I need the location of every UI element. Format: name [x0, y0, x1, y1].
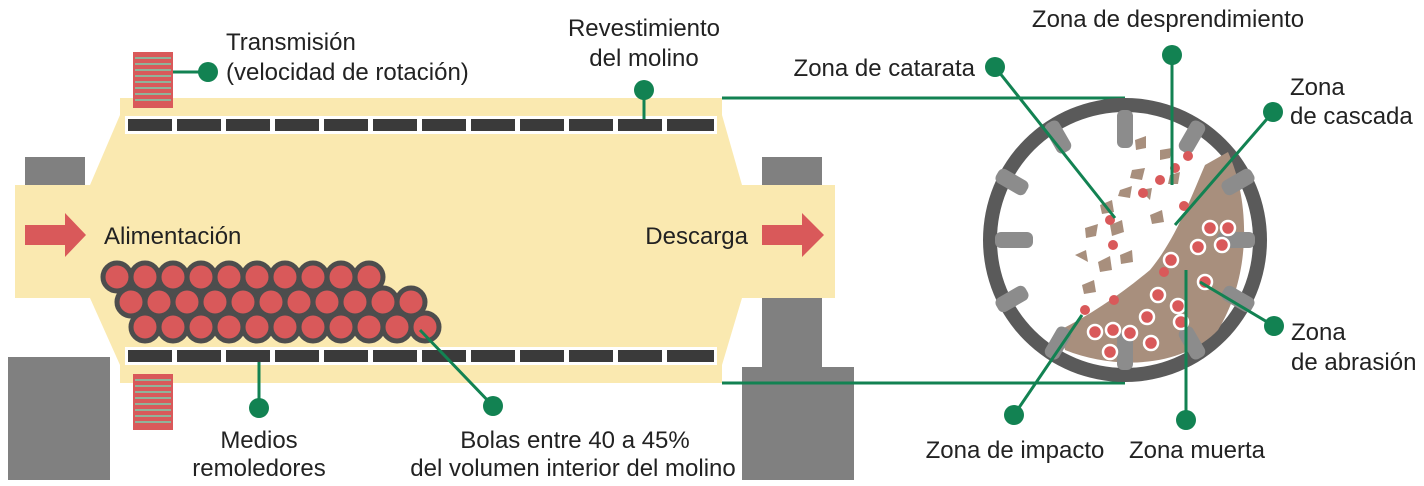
- label-descarga: Descarga: [645, 223, 748, 250]
- label-zona-catarata: Zona de catarata: [794, 55, 976, 82]
- callout-dots: [198, 45, 1284, 430]
- left-support: [8, 157, 110, 480]
- label-revestimiento-line2: del molino: [589, 45, 698, 72]
- drive-gear-bottom: [133, 374, 173, 430]
- label-zona-abrasion-line2: de abrasión: [1291, 349, 1416, 376]
- drum-cross-section: [983, 98, 1267, 382]
- ore-fragments: [1075, 136, 1180, 294]
- label-bolas-line2: del volumen interior del molino: [410, 455, 736, 482]
- label-bolas-line1: Bolas entre 40 a 45%: [460, 427, 690, 454]
- label-zona-muerta: Zona muerta: [1129, 437, 1266, 464]
- label-transmision-line1: Transmisión: [226, 29, 356, 56]
- liner-top: [125, 116, 717, 134]
- discharge-arrow-icon: [762, 213, 824, 257]
- label-zona-cascada-line1: Zona: [1290, 74, 1345, 101]
- label-zona-cascada-line2: de cascada: [1290, 103, 1413, 130]
- drum-balls: [1080, 151, 1237, 361]
- label-alimentacion: Alimentación: [104, 223, 241, 250]
- section-connector-lines: [722, 96, 1125, 385]
- grinding-balls: [100, 260, 442, 344]
- label-zona-desprendimiento: Zona de desprendimiento: [1032, 6, 1304, 33]
- label-zona-abrasion-line1: Zona: [1291, 319, 1346, 346]
- drum-lifters: [995, 110, 1255, 370]
- feed-arrow-icon: [25, 213, 86, 257]
- drive-gear-top: [133, 52, 173, 108]
- label-zona-impacto: Zona de impacto: [926, 437, 1105, 464]
- label-medios-line1: Medios: [220, 427, 297, 454]
- label-medios-line2: remoledores: [192, 455, 325, 482]
- label-revestimiento-line1: Revestimiento: [568, 15, 720, 42]
- liner-bottom: [125, 347, 717, 365]
- right-support: [742, 157, 854, 480]
- ore-charge: [1060, 152, 1245, 363]
- label-transmision-line2: (velocidad de rotación): [226, 59, 469, 86]
